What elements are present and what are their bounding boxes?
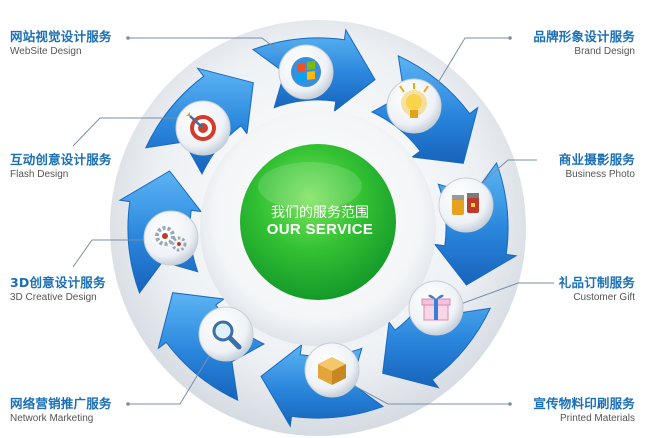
leader-lines <box>72 36 554 406</box>
service-name-cn: 网站视觉设计服务 <box>10 29 112 44</box>
service-name-cn: 宣传物料印刷服务 <box>533 396 635 411</box>
leader-line-photo <box>483 159 537 182</box>
target-dart-icon <box>175 100 231 156</box>
leader-line-network <box>128 347 215 405</box>
service-name-cn: 网络营销推广服务 <box>10 396 112 411</box>
leader-line-gift <box>457 282 554 306</box>
leader-line-3d <box>72 239 154 268</box>
service-label-gift[interactable]: 礼品订制服务 Customer Gift <box>558 275 635 304</box>
service-name-cn: 互动创意设计服务 <box>10 152 112 167</box>
lightbulb-icon <box>386 78 442 134</box>
service-label-3d[interactable]: 3D创意设计服务 3D Creative Design <box>10 275 106 304</box>
service-name-en: Business Photo <box>565 169 636 181</box>
film-roll-icon <box>438 177 494 233</box>
gift-box-icon <box>408 280 464 336</box>
service-label-brand[interactable]: 品牌形象设计服务 Brand Design <box>533 29 635 58</box>
windows-logo-icon <box>278 44 334 100</box>
magnifier-icon <box>198 306 254 362</box>
center-title-en: OUR SERVICE <box>266 221 374 238</box>
center-highlight <box>258 162 362 210</box>
center-title-cn: 我们的服务范围 <box>271 205 369 221</box>
gears-icon <box>143 210 199 266</box>
service-label-network[interactable]: 网络营销推广服务 Network Marketing <box>10 396 112 425</box>
service-name-en: Network Marketing <box>10 413 94 425</box>
package-box-icon <box>304 342 360 398</box>
service-name-en: Brand Design <box>574 46 635 58</box>
leader-line-website <box>128 37 285 56</box>
center-circle <box>240 144 396 300</box>
service-name-cn: 礼品订制服务 <box>558 275 635 290</box>
service-label-flash[interactable]: 互动创意设计服务 Flash Design <box>10 152 112 181</box>
icon-circles <box>143 44 494 398</box>
leader-line-brand <box>435 37 510 87</box>
service-name-en: Printed Materials <box>559 413 635 425</box>
leader-line-flash <box>72 117 186 147</box>
service-name-en: 3D Creative Design <box>10 292 97 304</box>
service-name-en: Customer Gift <box>573 292 635 304</box>
service-name-cn: 商业摄影服务 <box>558 152 635 167</box>
service-name-cn: 3D创意设计服务 <box>10 275 106 290</box>
service-name-cn: 品牌形象设计服务 <box>533 29 635 44</box>
service-label-photo[interactable]: 商业摄影服务 Business Photo <box>558 152 636 181</box>
service-label-printed[interactable]: 宣传物料印刷服务 Printed Materials <box>533 396 635 425</box>
service-name-en: WebSite Design <box>10 46 82 58</box>
service-label-website[interactable]: 网站视觉设计服务 WebSite Design <box>10 29 112 58</box>
service-name-en: Flash Design <box>10 169 69 181</box>
